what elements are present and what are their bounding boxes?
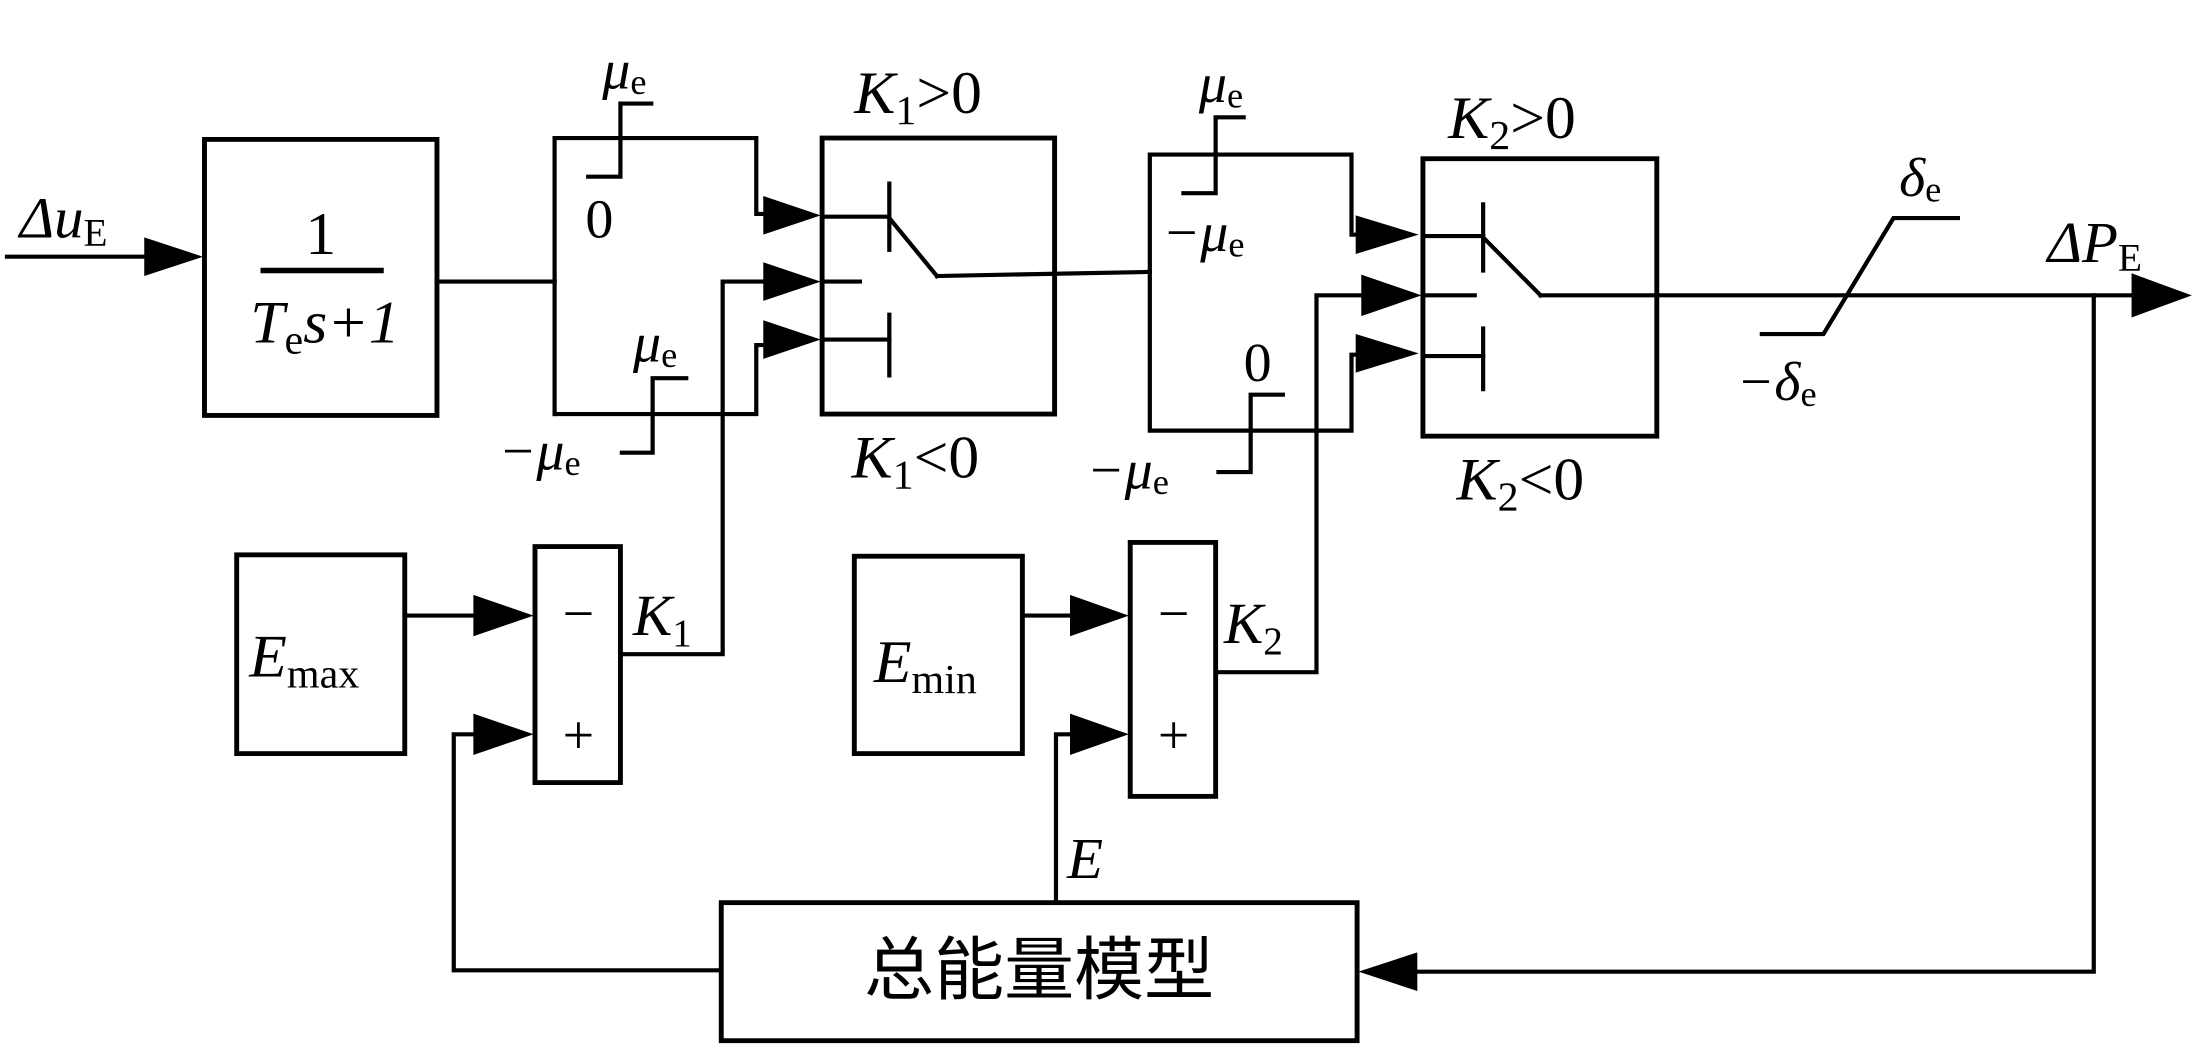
- limiter1-lower-top: μe: [632, 313, 677, 375]
- sum1-plus-sign: +: [563, 705, 595, 767]
- deadband-block: δe −δe: [1737, 147, 1961, 414]
- switch1-top-label: K1>0: [853, 60, 982, 135]
- deadband-upper-label: δe: [1899, 147, 1941, 209]
- arrow-icon: [763, 262, 821, 301]
- arrow-icon: [473, 713, 534, 755]
- sum2-minus-sign: −: [1158, 583, 1190, 645]
- limiter2-lower-bottom: −μe: [1087, 440, 1169, 502]
- emax-label: Emax: [248, 623, 359, 698]
- summing-block-1: − + K1: [532, 544, 692, 785]
- switch2-top-label: K2>0: [1447, 84, 1576, 159]
- limiter1-lower-bottom: −μe: [499, 421, 581, 483]
- lag-denominator: Tes+1: [250, 289, 399, 364]
- saturation-icon: [586, 101, 654, 179]
- emax-block: Emax: [234, 552, 408, 757]
- sum2-plus-sign: +: [1158, 705, 1190, 767]
- first-order-lag-block: 1 Tes+1: [202, 136, 440, 418]
- sum1-minus-sign: −: [563, 583, 595, 645]
- deadband-lower-label: −δe: [1737, 352, 1817, 414]
- saturation-icon: [619, 376, 689, 455]
- arrow-icon: [1358, 952, 1418, 991]
- energy-model-label: 总能量模型: [864, 930, 1214, 1010]
- summing-block-2: − + K2: [1127, 540, 1283, 799]
- limiter-block-2: μe −μe 0 −μe: [1087, 53, 1364, 502]
- arrow-icon: [1355, 215, 1419, 254]
- sum2-output-label: K2: [1223, 592, 1283, 664]
- limiter2-upper-top: μe: [1198, 53, 1243, 115]
- switch-block-2: K2>0 K2<0: [1420, 84, 1660, 521]
- arrow-icon: [763, 320, 821, 359]
- lag-numerator: 1: [305, 200, 336, 268]
- switch-icon: [1420, 202, 1544, 392]
- switch1-bottom-label: K1<0: [851, 424, 980, 499]
- limiter1-upper-top: μe: [601, 40, 646, 102]
- arrow-icon: [144, 237, 204, 277]
- emin-block: Emin: [851, 553, 1025, 757]
- limiter1-upper-bottom: 0: [585, 189, 613, 251]
- limiter2-lower-top: 0: [1244, 332, 1272, 394]
- arrow-icon: [1069, 594, 1129, 637]
- switch-icon: [819, 181, 940, 378]
- output-label: ΔPE: [2046, 211, 2142, 280]
- arrow-icon: [1069, 713, 1129, 755]
- arrow-icon: [763, 195, 821, 235]
- saturation-icon: [1181, 115, 1246, 196]
- arrow-icon: [1361, 274, 1422, 317]
- arrow-icon: [473, 594, 534, 637]
- deadband-icon: [1759, 216, 1961, 337]
- arrow-icon: [2131, 273, 2192, 318]
- sum1-output-label: K1: [632, 583, 692, 655]
- limiter2-upper-bottom: −μe: [1162, 203, 1244, 265]
- limiter-block-1: μe 0 μe −μe: [499, 40, 770, 483]
- energy-model-block: 总能量模型: [718, 900, 1360, 1044]
- saturation-icon: [1216, 392, 1285, 475]
- switch-block-1: K1>0 K1<0: [819, 60, 1058, 499]
- input-signal: ΔuE: [4, 186, 204, 277]
- switch2-bottom-label: K2<0: [1456, 446, 1585, 521]
- input-label: ΔuE: [18, 186, 108, 255]
- energy-signal-label: E: [1066, 826, 1103, 891]
- arrow-icon: [1355, 334, 1419, 373]
- emin-label: Emin: [873, 628, 977, 703]
